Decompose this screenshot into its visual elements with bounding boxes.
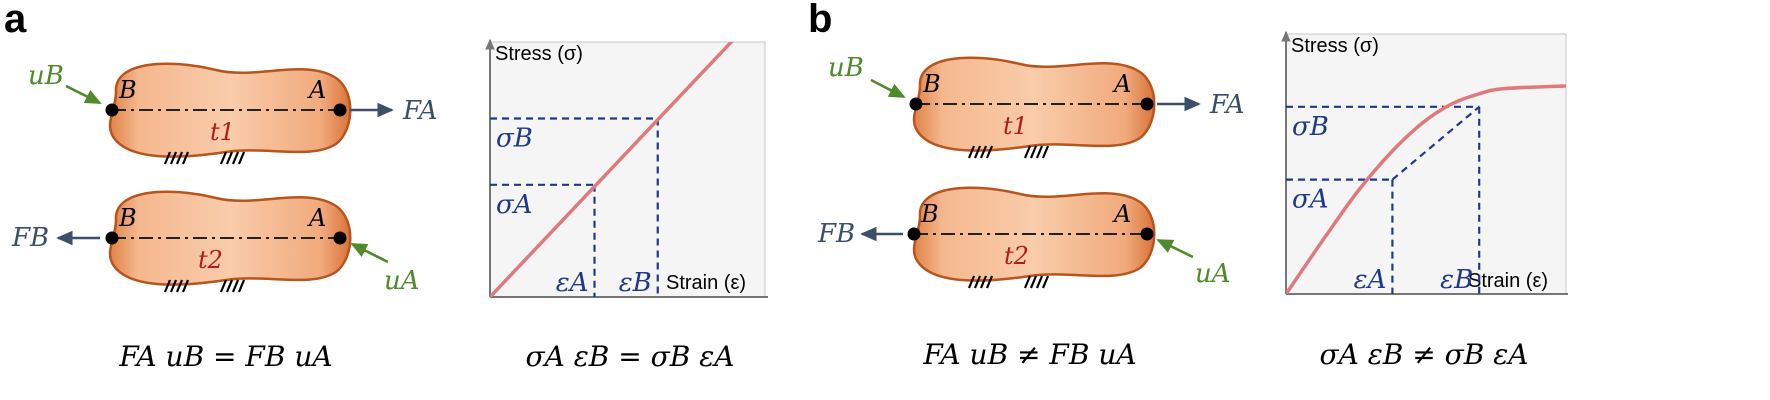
ground-hatch-right-bottom-a xyxy=(219,278,246,294)
top-body-b: B A t1 uB FA xyxy=(828,53,1245,160)
stress-strain-curve-a xyxy=(490,42,734,297)
ground-hatch-right-top-b xyxy=(1023,144,1050,160)
displacement-label-top-a: uB xyxy=(28,61,64,91)
force-label-top-b: FA xyxy=(1209,90,1245,120)
plot-area-a xyxy=(489,41,766,298)
force-label-bottom-a: FB xyxy=(11,223,49,253)
displacement-label-top-b: uB xyxy=(828,53,864,83)
label-b-bottom-b: B xyxy=(920,200,939,228)
point-a-bottom-a xyxy=(333,231,347,245)
label-b-bottom-a: B xyxy=(118,204,137,232)
secant-line-b xyxy=(1391,105,1480,181)
displacement-arrow-top-a xyxy=(65,84,102,105)
stress-label-a-b: σA xyxy=(1292,185,1329,215)
label-a-top-a: A xyxy=(307,76,326,104)
displacement-arrow-bottom-a xyxy=(350,242,389,264)
stress-label-b-a: σB xyxy=(496,124,533,154)
reciprocity-equation-a: FA uB = FB uA xyxy=(118,340,332,373)
bottom-body-a: B A t2 FB uA xyxy=(11,190,420,296)
ground-hatch-right-top-a xyxy=(219,150,246,166)
label-a-bottom-b: A xyxy=(1112,200,1131,228)
stress-label-a-a: σA xyxy=(496,190,533,220)
force-label-bottom-b: FB xyxy=(817,219,855,249)
bottom-body-b: B A t2 FB uA xyxy=(817,186,1231,290)
panel-a: a B A t1 uB FA B A t2 xyxy=(4,0,768,373)
y-axis-label-a: Stress (σ) xyxy=(495,43,583,65)
thickness-label-t2-a: t2 xyxy=(198,246,223,274)
point-a-top-b xyxy=(1140,97,1154,111)
point-a-top-a xyxy=(333,103,347,117)
y-axis-label-b: Stress (σ) xyxy=(1291,35,1379,57)
strain-label-a-a: εA xyxy=(556,268,589,298)
thickness-label-t2-b: t2 xyxy=(1004,242,1029,270)
strain-label-a-b: εA xyxy=(1354,265,1387,295)
point-b-top-a xyxy=(105,103,119,117)
displacement-label-bottom-a: uA xyxy=(384,266,420,296)
point-b-bottom-b xyxy=(907,227,921,241)
displacement-arrow-bottom-b xyxy=(1156,238,1194,259)
stress-strain-chart-b: Stress (σ) Strain (ε) σA εA σB εB xyxy=(1281,30,1568,295)
label-a-top-b: A xyxy=(1112,70,1131,98)
label-b-top-b: B xyxy=(922,70,941,98)
strain-label-b-b: εB xyxy=(1440,265,1473,295)
ground-hatch-right-bottom-b xyxy=(1023,274,1050,290)
label-b-top-a: B xyxy=(118,76,137,104)
thickness-label-t1-b: t1 xyxy=(1003,112,1028,140)
x-axis-label-a: Strain (ε) xyxy=(666,272,746,294)
thickness-label-t1-a: t1 xyxy=(210,118,235,146)
displacement-arrow-top-b xyxy=(870,78,906,99)
plot-area-b xyxy=(1285,33,1567,295)
displacement-label-bottom-b: uA xyxy=(1195,259,1231,289)
strain-label-b-a: εB xyxy=(619,268,652,298)
panel-b: b B A t1 uB FA B A t2 FB xyxy=(808,0,1568,371)
panel-letter-b: b xyxy=(808,0,832,41)
chart-caption-a: σA εB = σB εA xyxy=(526,340,735,373)
label-a-bottom-a: A xyxy=(307,204,326,232)
stress-strain-chart-a: Stress (σ) Strain (ε) σA εA σB εB xyxy=(485,38,768,298)
x-axis-label-b: Strain (ε) xyxy=(1468,270,1548,292)
point-b-top-b xyxy=(909,97,923,111)
force-label-top-a: FA xyxy=(402,96,438,126)
chart-caption-b: σA εB ≠ σB εA xyxy=(1320,338,1529,371)
stress-label-b-b: σB xyxy=(1292,112,1329,142)
top-body-a: B A t1 uB FA xyxy=(28,61,438,166)
panel-letter-a: a xyxy=(4,0,27,41)
stress-strain-curve-b xyxy=(1286,84,1566,294)
point-b-bottom-a xyxy=(105,231,119,245)
point-a-bottom-b xyxy=(1140,227,1154,241)
reciprocity-equation-b: FA uB ≠ FB uA xyxy=(922,338,1136,371)
